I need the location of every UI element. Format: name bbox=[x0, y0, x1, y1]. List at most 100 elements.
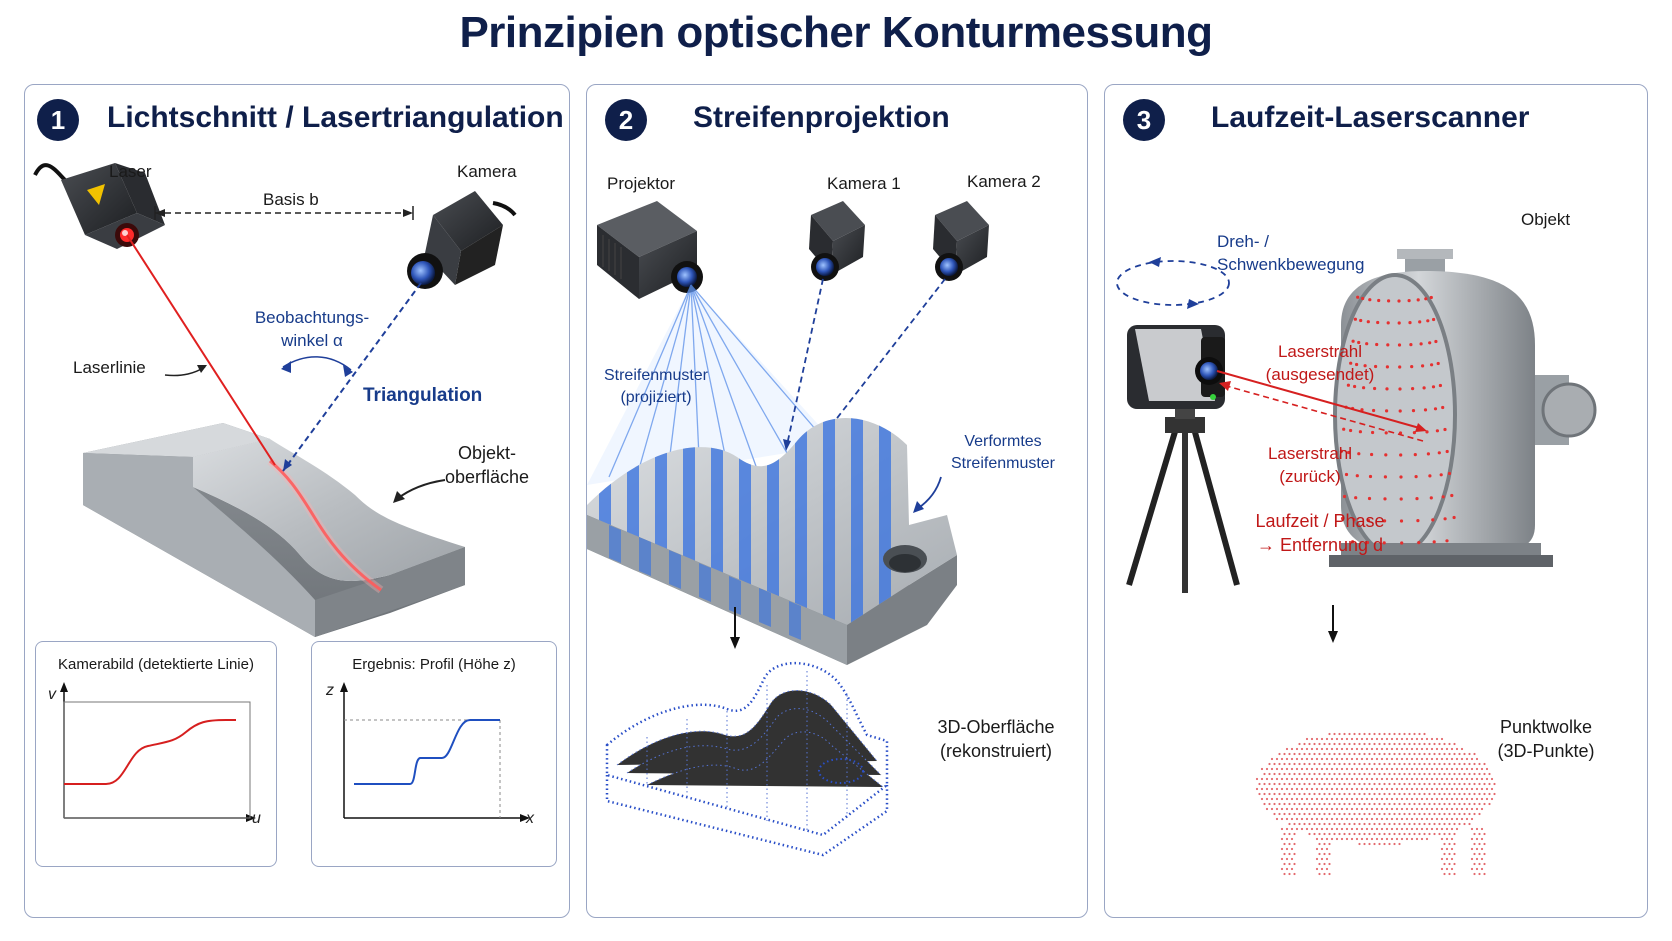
cloud-point bbox=[1350, 827, 1354, 831]
cloud-point bbox=[1328, 852, 1331, 856]
plot-kamerabild-xlabel: u bbox=[252, 810, 261, 827]
cloud-point bbox=[1385, 747, 1389, 751]
cloud-point bbox=[1468, 802, 1471, 806]
cloud-point bbox=[1458, 822, 1461, 826]
cloud-point bbox=[1403, 832, 1406, 836]
cloud-point bbox=[1398, 762, 1401, 766]
cloud-point bbox=[1295, 827, 1299, 831]
scan-point bbox=[1425, 430, 1429, 434]
cloud-point bbox=[1268, 772, 1271, 776]
cloud-point bbox=[1408, 772, 1411, 776]
cloud-point bbox=[1333, 832, 1336, 836]
cloud-point bbox=[1263, 772, 1266, 776]
scan-point bbox=[1416, 519, 1420, 523]
cloud-point bbox=[1453, 772, 1456, 776]
cloud-point bbox=[1433, 832, 1436, 836]
cloud-point bbox=[1458, 752, 1461, 756]
cloud-point bbox=[1298, 792, 1301, 796]
cloud-point bbox=[1263, 782, 1266, 786]
laser-line-projection bbox=[269, 459, 382, 592]
cloud-point bbox=[1428, 802, 1431, 806]
cloud-point bbox=[1280, 847, 1284, 851]
cloud-point bbox=[1328, 752, 1331, 756]
cloud-point bbox=[1373, 732, 1376, 736]
cloud-point bbox=[1298, 802, 1301, 806]
cloud-point bbox=[1403, 802, 1406, 806]
cloud-point bbox=[1395, 767, 1399, 771]
cloud-point bbox=[1448, 872, 1451, 876]
cloud-point bbox=[1370, 817, 1374, 821]
cloud-point bbox=[1308, 802, 1311, 806]
cloud-point bbox=[1290, 787, 1294, 791]
cloud-point bbox=[1393, 842, 1396, 846]
triangulation-scene bbox=[33, 163, 517, 637]
cloud-point bbox=[1268, 762, 1271, 766]
cloud-point bbox=[1293, 802, 1296, 806]
cloud-point bbox=[1470, 827, 1474, 831]
cloud-point bbox=[1303, 812, 1306, 816]
cloud-point bbox=[1323, 832, 1326, 836]
cloud-point bbox=[1303, 752, 1306, 756]
cloud-point bbox=[1285, 757, 1289, 761]
cloud-point bbox=[1453, 792, 1456, 796]
cloud-point bbox=[1285, 867, 1289, 871]
cloud-point bbox=[1368, 842, 1371, 846]
cloud-point bbox=[1355, 757, 1359, 761]
cloud-point bbox=[1395, 797, 1399, 801]
cloud-point bbox=[1493, 782, 1496, 786]
cloud-point bbox=[1383, 752, 1386, 756]
cloud-point bbox=[1470, 797, 1474, 801]
label-kamera: Kamera bbox=[457, 162, 517, 181]
cloud-point bbox=[1473, 832, 1476, 836]
cloud-point bbox=[1440, 817, 1444, 821]
cloud-point bbox=[1273, 762, 1276, 766]
step-number-2: 2 bbox=[605, 99, 647, 141]
scan-point bbox=[1399, 475, 1403, 479]
cloud-point bbox=[1385, 837, 1389, 841]
cloud-point bbox=[1465, 817, 1469, 821]
cloud-point bbox=[1353, 822, 1356, 826]
cloud-point bbox=[1350, 757, 1354, 761]
cloud-point bbox=[1358, 732, 1361, 736]
label-punktwolke-line2: (3D-Punkte) bbox=[1497, 741, 1595, 762]
cloud-point bbox=[1380, 787, 1384, 791]
cloud-point bbox=[1463, 802, 1466, 806]
cloud-point bbox=[1405, 757, 1409, 761]
cloud-point bbox=[1370, 777, 1374, 781]
cloud-point bbox=[1433, 762, 1436, 766]
panel-title-2: Streifenprojektion bbox=[693, 101, 950, 134]
cloud-point bbox=[1363, 752, 1366, 756]
cloud-point bbox=[1305, 737, 1309, 741]
label-verformtes-streifenmuster: Verformtes Streifenmuster bbox=[943, 431, 1063, 474]
cloud-point bbox=[1473, 762, 1476, 766]
scan-point bbox=[1398, 365, 1402, 369]
cloud-point bbox=[1380, 777, 1384, 781]
cloud-point bbox=[1440, 787, 1444, 791]
cloud-point bbox=[1400, 837, 1404, 841]
cloud-point bbox=[1463, 772, 1466, 776]
cloud-point bbox=[1475, 837, 1479, 841]
cloud-point bbox=[1268, 802, 1271, 806]
basis-arrow bbox=[154, 206, 414, 220]
cloud-point bbox=[1400, 757, 1404, 761]
cloud-point bbox=[1313, 812, 1316, 816]
panel-laufzeit-laserscanner: 3 Laufzeit-Laserscanner Objekt Dreh- / S… bbox=[1104, 84, 1648, 918]
cloud-point bbox=[1320, 757, 1324, 761]
cloud-point bbox=[1390, 757, 1394, 761]
cloud-point bbox=[1333, 752, 1336, 756]
cloud-point bbox=[1328, 742, 1331, 746]
cloud-point bbox=[1400, 827, 1404, 831]
plot-kamerabild: Kamerabild (detektierte Linie) v u bbox=[35, 641, 277, 867]
scan-point bbox=[1358, 430, 1362, 434]
cloud-point bbox=[1328, 802, 1331, 806]
cloud-point bbox=[1343, 772, 1346, 776]
label-dreh-line1: Dreh- / bbox=[1217, 232, 1269, 251]
cloud-point bbox=[1480, 867, 1484, 871]
cloud-point bbox=[1345, 807, 1349, 811]
label-verformt-line2: Streifenmuster bbox=[950, 454, 1056, 472]
cloud-point bbox=[1435, 817, 1439, 821]
cloud-point bbox=[1323, 812, 1326, 816]
cloud-point bbox=[1298, 812, 1301, 816]
cloud-point bbox=[1408, 812, 1411, 816]
cloud-point bbox=[1415, 797, 1419, 801]
